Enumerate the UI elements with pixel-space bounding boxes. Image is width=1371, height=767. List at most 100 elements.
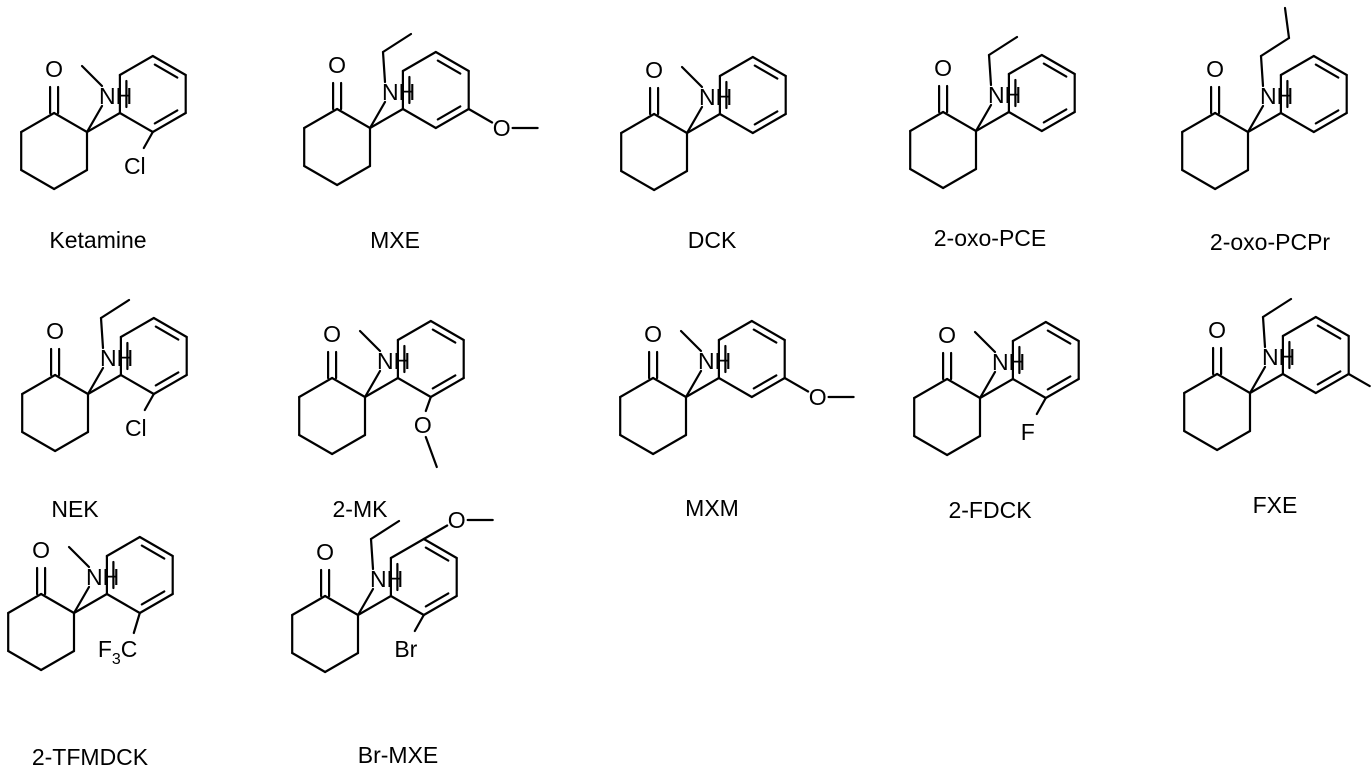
aryl-bond <box>356 594 392 617</box>
compound-fxe: ONHFFXE <box>1183 297 1371 518</box>
aryl-ring-bond <box>119 316 155 339</box>
double-bond-line <box>1046 329 1072 345</box>
compound-name: Ketamine <box>49 227 146 253</box>
cyclohexanone-bond <box>651 433 688 456</box>
aryl-ring-bond <box>1312 54 1348 77</box>
n-methyl-bond <box>67 545 91 569</box>
n-alkyl-bond <box>1261 297 1293 319</box>
n-alkyl-bond <box>987 53 993 87</box>
aryl-ring-bond <box>434 107 470 130</box>
double-bond-line <box>752 328 778 344</box>
aryl-bond <box>974 110 1011 133</box>
amine-bond <box>685 105 704 135</box>
carbonyl-oxygen-label: O <box>316 539 334 565</box>
n-alkyl-bond <box>1283 6 1291 40</box>
compound-name: MXM <box>685 495 739 521</box>
compound-name: DCK <box>688 227 737 253</box>
n-alkyl-bond <box>99 316 105 350</box>
cyclohexanone-bond <box>331 376 367 399</box>
aryl-ring-bond <box>422 594 458 617</box>
aryl-ring-bond <box>389 594 425 617</box>
cyclohexanone-bond <box>619 433 655 456</box>
cyclohexanone-bond <box>651 376 688 399</box>
aryl-ring-bond <box>1281 315 1317 338</box>
carbonyl-oxygen-label: O <box>323 321 341 347</box>
cyclohexanone-bond <box>652 169 689 192</box>
aryl-ring-bond <box>119 373 155 396</box>
cyclohexanone-bond <box>298 376 334 399</box>
double-bond-line <box>154 371 180 387</box>
aryl-ring-bond <box>138 592 174 615</box>
cyclohexanone-bond <box>20 111 56 134</box>
double-bond-line <box>753 64 779 80</box>
double-bond-line <box>424 592 450 608</box>
carbonyl-oxygen-label: O <box>645 57 663 83</box>
cyclohexanone-bond <box>1213 168 1250 191</box>
amine-bond <box>978 370 997 400</box>
cyclohexanone-bond <box>652 112 689 135</box>
compound-name: 2-MK <box>333 496 389 522</box>
cyclohexanone-bond <box>21 430 57 453</box>
aryl-bond <box>363 376 399 399</box>
ortho-bond <box>424 395 432 413</box>
amine-bond <box>85 104 104 134</box>
aryl-bond <box>72 592 109 615</box>
compound-name: Br-MXE <box>358 742 439 767</box>
cyclohexanone-bond <box>52 168 89 191</box>
n-alkyl-bond <box>369 537 375 571</box>
aryl-bond <box>85 111 122 134</box>
aryl-ring-bond <box>1279 111 1315 134</box>
cyclohexanone-bond <box>39 649 76 672</box>
double-bond-line <box>1314 109 1340 125</box>
aryl-bond <box>684 376 721 399</box>
compound-name: MXE <box>370 227 420 253</box>
cyclohexanone-bond <box>1183 372 1219 395</box>
carbonyl-oxygen-label: O <box>1206 56 1224 82</box>
cyclohexanone-bond <box>7 592 43 615</box>
trifluoromethyl-label: F3C <box>98 636 138 668</box>
amine-bond <box>356 587 375 617</box>
double-bond-line <box>153 63 179 79</box>
aryl-ring-bond <box>1312 111 1348 134</box>
ortho-bond <box>142 130 154 150</box>
cyclohexanone-bond <box>52 111 89 134</box>
cyclohexanone-bond <box>619 376 655 399</box>
aryl-ring-bond <box>151 111 187 134</box>
aryl-ring-bond <box>717 376 753 399</box>
cyclohexanone-bond <box>324 651 360 674</box>
aryl-bond <box>685 112 722 135</box>
cyclohexanone-bond <box>291 651 327 674</box>
aryl-ring-bond <box>1281 372 1317 395</box>
carbonyl-oxygen-label: O <box>938 322 956 348</box>
aryl-ring-bond <box>751 112 787 135</box>
double-bond-line <box>1046 375 1072 391</box>
aryl-ring-bond <box>396 319 432 342</box>
cyclohexanone-bond <box>620 169 656 192</box>
double-bond-line <box>1316 370 1342 386</box>
aryl-ring-bond <box>434 50 470 73</box>
amine-bond <box>974 103 993 133</box>
cyclohexanone-bond <box>53 430 90 453</box>
double-bond-line <box>431 328 457 344</box>
amine-bond <box>86 366 105 396</box>
cyclohexanone-bond <box>620 112 656 135</box>
double-bond-line <box>1042 62 1068 78</box>
ortho-bond <box>413 613 425 633</box>
amine-bond <box>368 100 387 130</box>
carbonyl-oxygen-label: O <box>32 537 50 563</box>
n-methyl-bond <box>679 329 703 353</box>
meta-bond <box>467 107 494 124</box>
aryl-ring-bond <box>1040 110 1076 133</box>
aryl-bond <box>1246 111 1283 134</box>
carbonyl-oxygen-label: O <box>934 55 952 81</box>
ortho-halogen-label: Br <box>394 636 417 662</box>
cyclohexanone-bond <box>39 592 76 615</box>
double-bond-line <box>1042 108 1068 124</box>
cyclohexanone-bond <box>941 110 978 133</box>
cyclohexanone-bond <box>909 167 945 190</box>
amine-bond <box>1248 365 1267 395</box>
cyclohexanone-bond <box>945 434 982 457</box>
